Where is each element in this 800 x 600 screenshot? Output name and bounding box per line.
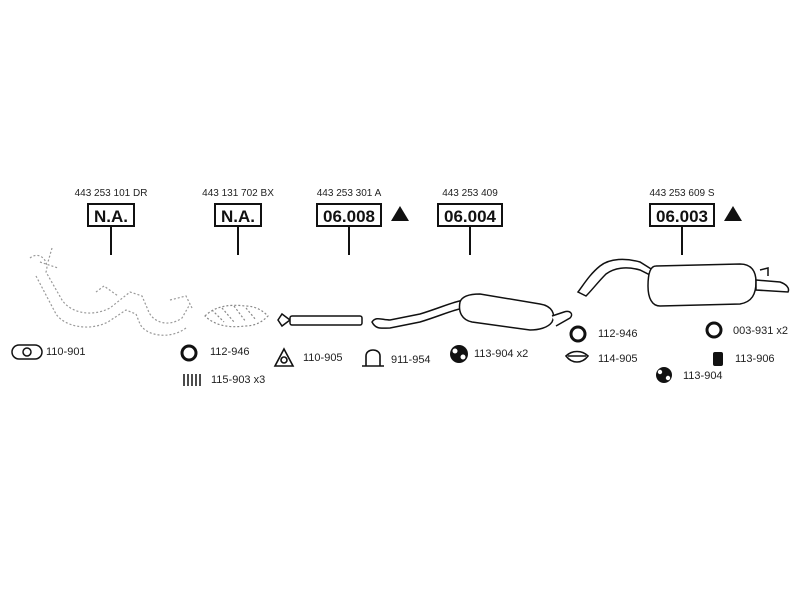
assembly-3-warning-triangle-icon — [391, 206, 409, 221]
front-pipe-drawing — [277, 312, 363, 328]
assembly-5-warning-triangle-icon — [724, 206, 742, 221]
assembly-5-oe-number: 443 253 609 S — [649, 188, 715, 199]
part-label-114-905[interactable]: 114-905 — [598, 353, 638, 365]
assembly-3-oe-number: 443 253 301 A — [316, 188, 382, 199]
part-label-113-906[interactable]: 113-906 — [735, 353, 775, 365]
part-label-115-903[interactable]: 115-903 x3 — [211, 374, 266, 386]
ring-gasket-icon — [705, 321, 723, 339]
assembly-2-reference[interactable]: N.A. — [214, 203, 262, 227]
part-label-003-931[interactable]: 003-931 x2 — [733, 325, 789, 337]
catalytic-converter-drawing — [204, 304, 269, 328]
ring-gasket-icon — [180, 344, 198, 362]
assembly-1-leader-line — [110, 227, 112, 255]
part-label-113-904-x2[interactable]: 113-904 x2 — [474, 348, 529, 360]
spring-icon — [183, 374, 201, 386]
rubber-hanger-icon — [450, 345, 468, 363]
part-label-110-901[interactable]: 110-901 — [46, 346, 86, 358]
part-label-113-904[interactable]: 113-904 — [683, 370, 723, 382]
assembly-2-leader-line — [237, 227, 239, 255]
part-label-112-946[interactable]: 112-946 — [210, 346, 250, 358]
assembly-1-oe-number: 443 253 101 DR — [74, 188, 148, 199]
rear-silencer-drawing — [576, 258, 790, 307]
exhaust-manifold-drawing — [29, 247, 193, 336]
triangle-gasket-icon — [273, 347, 295, 367]
ring-gasket-icon — [569, 325, 587, 343]
assembly-1-reference[interactable]: N.A. — [87, 203, 135, 227]
rubber-hanger-icon — [656, 367, 672, 383]
assembly-4-reference[interactable]: 06.004 — [437, 203, 503, 227]
assembly-5-leader-line — [681, 227, 683, 255]
flange-gasket-icon — [11, 344, 43, 360]
assembly-4-leader-line — [469, 227, 471, 255]
assembly-3-reference[interactable]: 06.008 — [316, 203, 382, 227]
assembly-3-leader-line — [348, 227, 350, 255]
part-label-911-954[interactable]: 911-954 — [391, 354, 431, 366]
u-clamp-icon — [362, 349, 384, 367]
assembly-5-reference[interactable]: 06.003 — [649, 203, 715, 227]
part-label-110-905[interactable]: 110-905 — [303, 352, 343, 364]
assembly-2-oe-number: 443 131 702 BX — [202, 188, 274, 199]
assembly-4-oe-number: 443 253 409 — [442, 188, 498, 199]
band-clamp-icon — [564, 350, 590, 363]
center-muffler-drawing — [371, 293, 573, 331]
part-label-112-946-rear[interactable]: 112-946 — [598, 328, 638, 340]
rubber-mount-icon — [713, 352, 723, 366]
